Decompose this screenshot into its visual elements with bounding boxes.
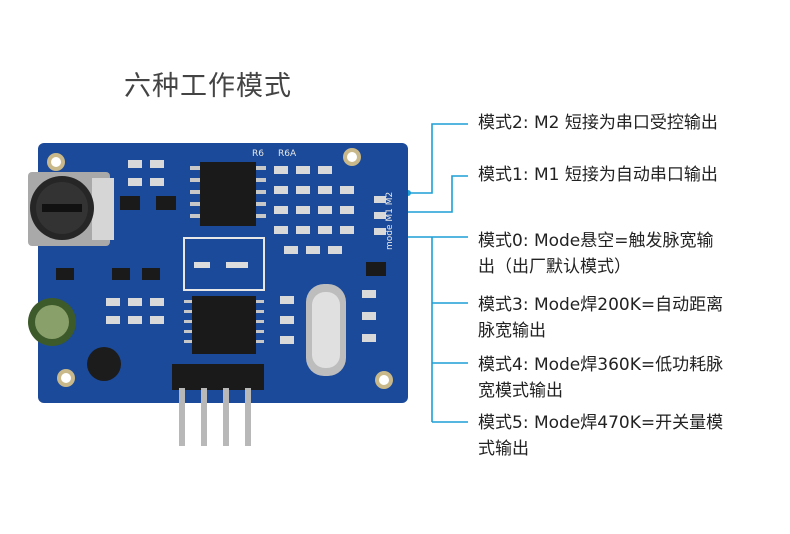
silkscreen-mode: mode M1 M2 bbox=[385, 192, 395, 250]
mode-label-3: 模式3: Mode焊200K=自动距离 脉宽输出 bbox=[478, 292, 723, 344]
callout-line-mode1 bbox=[402, 175, 468, 213]
pin-header-pins bbox=[179, 388, 251, 446]
electrolytic-capacitor-top bbox=[35, 305, 69, 339]
mode-label-1: 模式1: M1 短接为自动串口输出 bbox=[478, 162, 718, 188]
ic-pins bbox=[184, 300, 264, 343]
callout-line-mode2 bbox=[408, 123, 468, 194]
jumper-pad bbox=[226, 262, 248, 268]
transistors bbox=[56, 196, 386, 280]
mounting-hole-center bbox=[379, 375, 389, 385]
potentiometer-slot bbox=[42, 204, 82, 212]
mounting-hole-center bbox=[61, 373, 71, 383]
mode-label-line: 模式4: Mode焊360K=低功耗脉 bbox=[478, 355, 724, 375]
pin-header-base bbox=[172, 364, 264, 390]
mode-label-line: 模式2: M2 短接为串口受控输出 bbox=[478, 113, 718, 133]
mode-label-line: 模式5: Mode焊470K=开关量模 bbox=[478, 413, 724, 433]
jumper-pad bbox=[194, 262, 210, 268]
jumper-outline bbox=[183, 237, 265, 291]
mounting-hole-center bbox=[51, 157, 61, 167]
callout-lines bbox=[402, 123, 468, 423]
page-title: 六种工作模式 bbox=[124, 71, 292, 102]
mode-label-line: 出（出厂默认模式） bbox=[478, 257, 631, 277]
silkscreen-r6a: R6A bbox=[278, 149, 297, 159]
smd-components bbox=[106, 160, 386, 344]
pcb-board: R6 R6A mode M1 M2 bbox=[28, 143, 408, 446]
mode-label-0: 模式0: Mode悬空=触发脉宽输 出（出厂默认模式） bbox=[478, 228, 714, 280]
mode-label-line: 式输出 bbox=[478, 439, 529, 459]
mode-label-line: 模式1: M1 短接为自动串口输出 bbox=[478, 165, 718, 185]
mode-label-4: 模式4: Mode焊360K=低功耗脉 宽模式输出 bbox=[478, 352, 723, 404]
crystal-oscillator-top bbox=[312, 292, 340, 368]
ic-pins bbox=[190, 166, 266, 218]
mounting-hole-center bbox=[347, 152, 357, 162]
ic-chip-bottom bbox=[192, 296, 256, 354]
mode-label-line: 宽模式输出 bbox=[478, 381, 563, 401]
inductor bbox=[87, 347, 121, 381]
mode-label-2: 模式2: M2 短接为串口受控输出 bbox=[478, 110, 718, 136]
mode-label-line: 脉宽输出 bbox=[478, 321, 546, 341]
silkscreen-r6: R6 bbox=[252, 149, 264, 159]
ic-chip-top bbox=[200, 162, 256, 226]
mode-label-5: 模式5: Mode焊470K=开关量模 式输出 bbox=[478, 410, 723, 462]
potentiometer-side bbox=[92, 178, 114, 240]
mode-label-line: 模式0: Mode悬空=触发脉宽输 bbox=[478, 231, 714, 251]
mode-label-line: 模式3: Mode焊200K=自动距离 bbox=[478, 295, 724, 315]
